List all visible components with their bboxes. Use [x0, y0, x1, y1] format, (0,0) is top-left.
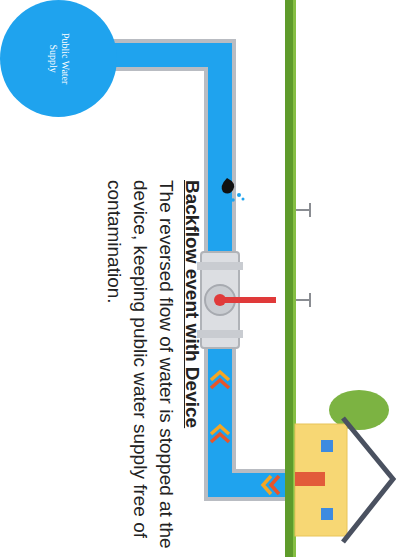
ground-strip [285, 0, 296, 557]
house-roof [343, 418, 393, 542]
door [295, 472, 325, 486]
house-wall [295, 424, 347, 536]
window [321, 508, 333, 520]
valve-handle [220, 297, 276, 303]
contaminant-icon [222, 178, 245, 202]
post-markers [296, 203, 310, 307]
house [295, 390, 393, 542]
window [321, 440, 333, 452]
body-label: The reversed flow of water is stopped at… [101, 180, 179, 552]
node-text: Public Water Supply [47, 18, 71, 99]
device-flange [197, 262, 243, 270]
valve-center [214, 294, 226, 306]
supply-circle: Public Water Supply [0, 0, 117, 117]
heading-label: Backflow event with Device [179, 180, 205, 552]
caption-block: Backflow event with DeviceThe reversed f… [101, 180, 205, 552]
device-flange [197, 330, 243, 338]
